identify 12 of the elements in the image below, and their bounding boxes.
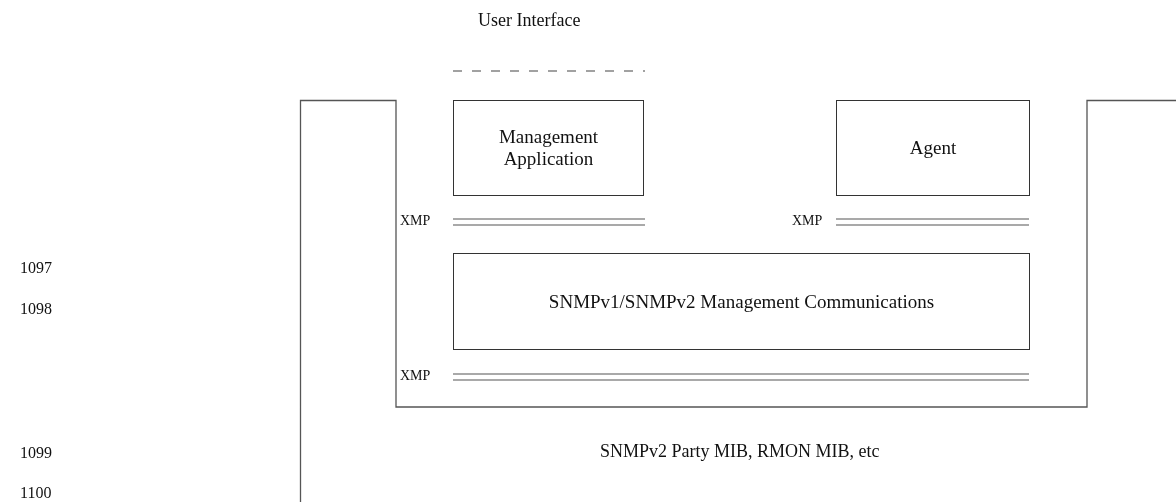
process-box: SNMPv1/SNMPv2 Management Communications bbox=[453, 253, 1030, 350]
process-box: Agent bbox=[836, 100, 1030, 196]
line-number: 1097 bbox=[20, 259, 52, 277]
layer-label: SNMPv2 Party MIB, RMON MIB, etc bbox=[600, 441, 880, 462]
protocol-label: XMP bbox=[792, 213, 823, 229]
line-number: 1099 bbox=[20, 444, 52, 462]
line-number: 1098 bbox=[20, 300, 52, 318]
protocol-label: XMP bbox=[400, 368, 431, 384]
protocol-label: XMP bbox=[400, 213, 431, 229]
line-number: 1100 bbox=[20, 484, 52, 502]
process-box: Management Application bbox=[453, 100, 644, 196]
interface-label: User Interface bbox=[478, 10, 581, 31]
